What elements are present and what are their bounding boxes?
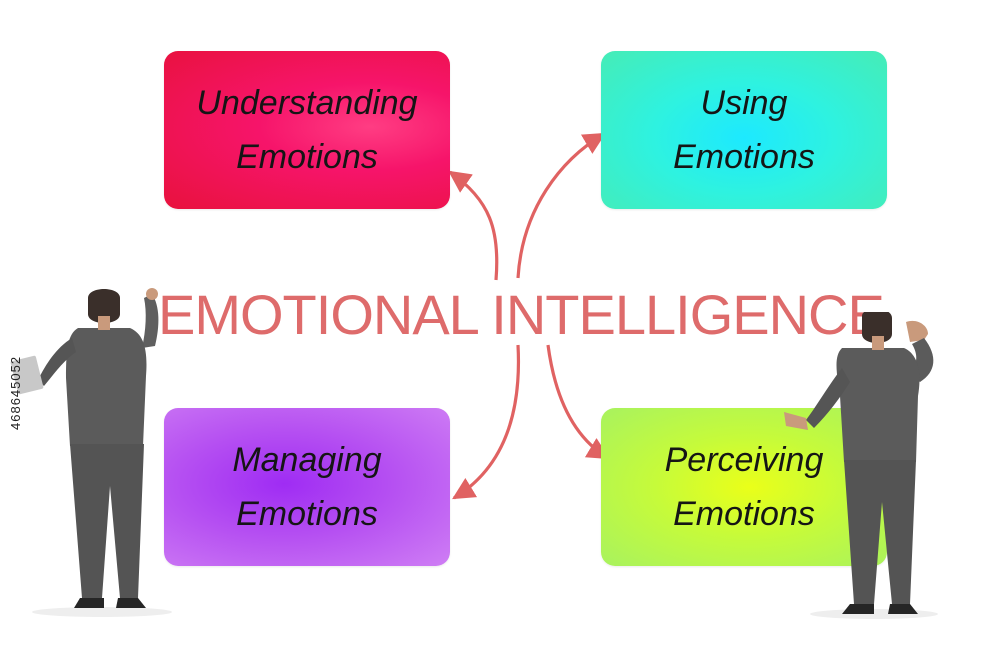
using-emotions-label: Using Emotions bbox=[673, 84, 815, 176]
arrow-to-managing bbox=[452, 344, 521, 500]
managing-emotions-label: Managing Emotions bbox=[232, 441, 382, 533]
managing-emotions-box: Managing Emotions bbox=[164, 408, 450, 566]
understanding-emotions-box: Understanding Emotions bbox=[164, 51, 450, 209]
businessman-right-illustration bbox=[784, 312, 938, 619]
perceiving-emotions-label: Perceiving Emotions bbox=[664, 441, 824, 533]
using-emotions-box: Using Emotions bbox=[601, 51, 887, 209]
businessman-left-illustration bbox=[10, 288, 172, 617]
arrow-to-using bbox=[516, 132, 606, 279]
understanding-emotions-label: Understanding Emotions bbox=[196, 84, 418, 176]
perceiving-emotions-box: Perceiving Emotions bbox=[601, 408, 887, 566]
main-title: EMOTIONAL INTELLIGENCE bbox=[158, 283, 885, 346]
arrow-to-understanding bbox=[448, 170, 499, 281]
stock-id-watermark: 468645052 bbox=[8, 355, 23, 430]
arrow-to-perceiving bbox=[546, 344, 610, 460]
